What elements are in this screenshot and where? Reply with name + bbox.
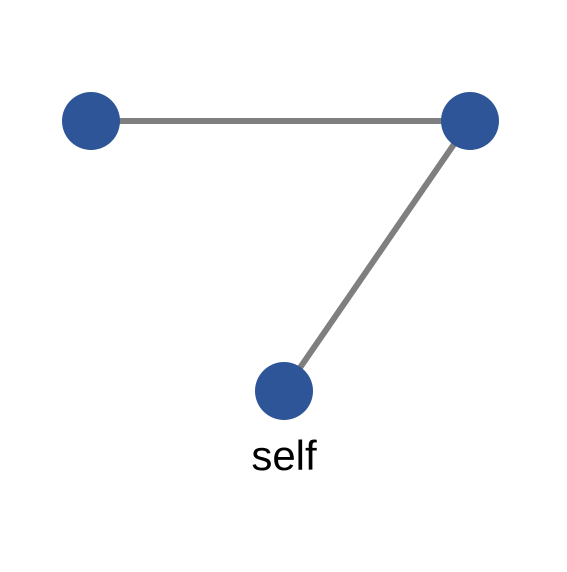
- labels-layer: self: [251, 432, 317, 479]
- graph-node-2: [441, 92, 499, 150]
- edges-layer: [91, 118, 473, 393]
- graph-node-1: [62, 92, 120, 150]
- nodes-layer: [62, 92, 499, 420]
- graph-node-self: [255, 362, 313, 420]
- edge-n2-self: [281, 119, 473, 393]
- node-label-self: self: [251, 432, 317, 479]
